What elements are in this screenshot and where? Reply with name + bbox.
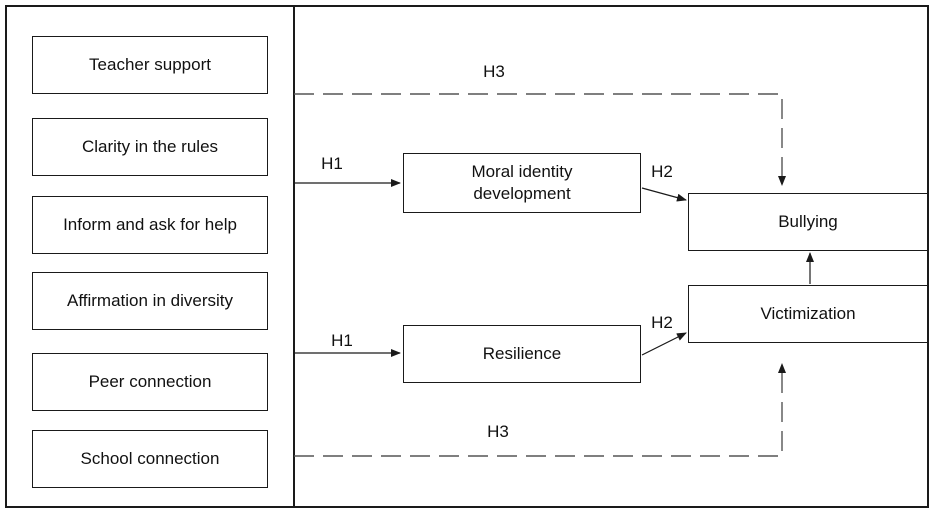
predictor-affirmation-in-diversity: Affirmation in diversity bbox=[32, 272, 268, 330]
predictor-clarity-in-the-rules: Clarity in the rules bbox=[32, 118, 268, 176]
mediator-moral-identity-development: Moral identity development bbox=[403, 153, 641, 213]
label-h3-top: H3 bbox=[483, 62, 505, 81]
h3-top-dashed-path bbox=[294, 93, 786, 186]
label-h3-bottom: H3 bbox=[487, 422, 509, 441]
outcome-victimization: Victimization bbox=[688, 285, 928, 343]
mediator-resilience: Resilience bbox=[403, 325, 641, 383]
predictor-teacher-support: Teacher support bbox=[32, 36, 268, 94]
h2-bottom-arrow bbox=[641, 332, 687, 356]
predictors-group-frame bbox=[5, 5, 295, 508]
outcome-bullying: Bullying bbox=[688, 193, 928, 251]
predictor-peer-connection: Peer connection bbox=[32, 353, 268, 411]
label-h1-top: H1 bbox=[321, 154, 343, 173]
h3-bottom-dashed-path bbox=[294, 363, 786, 457]
predictor-inform-and-ask-for-help: Inform and ask for help bbox=[32, 196, 268, 254]
label-h2-top: H2 bbox=[651, 162, 673, 181]
h2-top-arrow bbox=[641, 187, 687, 202]
label-h1-bottom: H1 bbox=[331, 331, 353, 350]
predictor-school-connection: School connection bbox=[32, 430, 268, 488]
label-h2-bottom: H2 bbox=[651, 313, 673, 332]
